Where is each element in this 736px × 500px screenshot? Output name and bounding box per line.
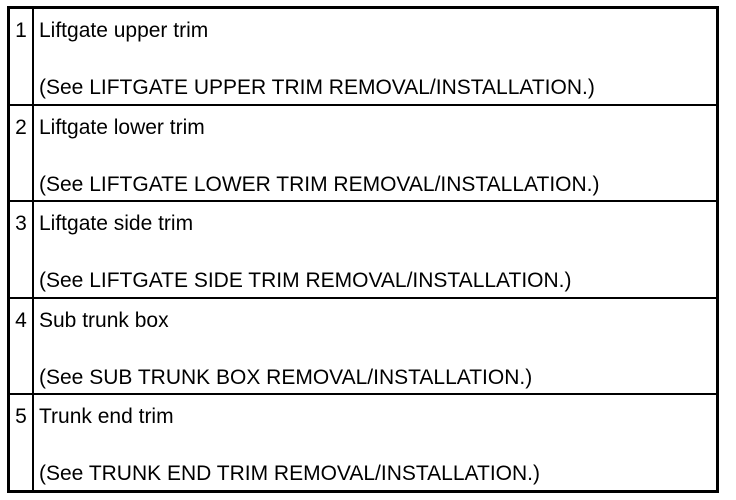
item-reference: (See TRUNK END TRIM REMOVAL/INSTALLATION… [39,462,540,486]
item-content: Liftgate upper trim (See LIFTGATE UPPER … [34,9,716,104]
item-content: Liftgate lower trim (See LIFTGATE LOWER … [34,106,716,201]
item-reference: (See LIFTGATE SIDE TRIM REMOVAL/INSTALLA… [39,269,572,293]
item-title: Liftgate upper trim [39,19,209,42]
table-row: 3 Liftgate side trim (See LIFTGATE SIDE … [10,202,716,299]
table-row: 1 Liftgate upper trim (See LIFTGATE UPPE… [10,9,716,106]
item-number: 1 [10,9,34,104]
item-content: Liftgate side trim (See LIFTGATE SIDE TR… [34,202,716,297]
item-number: 3 [10,202,34,297]
item-content: Sub trunk box (See SUB TRUNK BOX REMOVAL… [34,299,716,394]
table-row: 2 Liftgate lower trim (See LIFTGATE LOWE… [10,105,716,203]
table-row: 5 Trunk end trim (See TRUNK END TRIM REM… [10,395,716,490]
item-title: Liftgate lower trim [39,115,205,139]
item-content: Trunk end trim (See TRUNK END TRIM REMOV… [34,395,716,490]
item-number: 4 [10,298,34,394]
table-row: 4 Sub trunk box (See SUB TRUNK BOX REMOV… [10,298,716,396]
item-title: Liftgate side trim [39,212,194,236]
item-title: Trunk end trim [39,405,174,429]
item-reference: (See SUB TRUNK BOX REMOVAL/INSTALLATION.… [39,365,533,389]
item-reference: (See LIFTGATE LOWER TRIM REMOVAL/INSTALL… [39,172,600,196]
item-number: 2 [10,105,34,201]
item-reference: (See LIFTGATE UPPER TRIM REMOVAL/INSTALL… [39,76,595,99]
parts-table: 1 Liftgate upper trim (See LIFTGATE UPPE… [7,6,719,493]
item-title: Sub trunk box [39,308,169,332]
item-number: 5 [10,395,34,490]
